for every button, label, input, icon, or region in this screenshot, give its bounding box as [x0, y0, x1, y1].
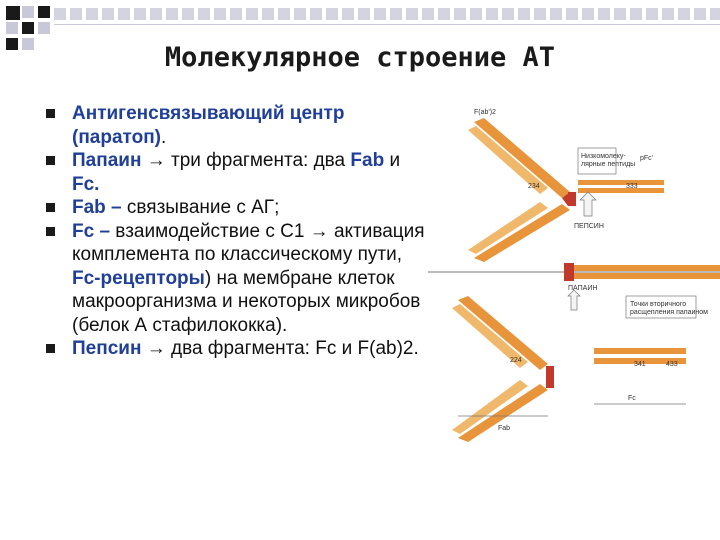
label-low-mw: Низкомолеку- — [581, 153, 626, 160]
bullet-item: Пепсин → два фрагмента: Fc и F(ab)2. — [46, 337, 428, 361]
fab-light-chain-lower — [468, 202, 548, 254]
bullet-text: Папаин — [72, 150, 142, 171]
fab-heavy-lower-1 — [458, 296, 548, 370]
bullet-item: Fc – взаимодействие с С1 → активация ком… — [46, 220, 428, 338]
antibody-diagram: Низкомолеку- лярные пептиды F(ab')2 pFc'… — [428, 100, 720, 450]
label-234: 234 — [528, 183, 540, 190]
bullet-text: Fc. — [72, 173, 100, 195]
bullet-marker — [46, 203, 55, 212]
pfc-bar-2 — [578, 188, 664, 193]
bullet-marker — [46, 226, 55, 236]
bullet-text: Антигенсвязывающий центр (паратоп) — [72, 103, 345, 148]
header-square-3 — [38, 6, 50, 18]
header-square-5 — [22, 22, 34, 34]
fc-bar-1 — [594, 348, 686, 354]
fab-light-lower-1 — [452, 304, 528, 368]
fab-heavy-lower-2 — [458, 384, 548, 442]
fab-light-chain-upper — [468, 126, 548, 194]
label-second2: расщепления папаином — [630, 309, 708, 316]
bullet-text: Fab — [350, 150, 385, 171]
papain-arrow — [567, 289, 581, 311]
bullet-item: Антигенсвязывающий центр (паратоп). — [46, 102, 428, 149]
lower-antibody — [452, 296, 554, 442]
bullet-text: и — [336, 338, 358, 359]
bullet-text: Fc — [315, 338, 337, 359]
bullet-item: Fab – связывание с АГ; — [46, 196, 428, 220]
fab-heavy-chain-lower — [474, 204, 570, 262]
bullet-text: Пепсин — [72, 338, 142, 359]
label-papain: ПАПАИН — [568, 285, 597, 292]
bullet-text: . — [161, 126, 167, 148]
bullet-marker — [46, 109, 55, 118]
bullet-list: Антигенсвязывающий центр (паратоп).Папаи… — [46, 102, 428, 361]
label-433: 433 — [666, 361, 678, 368]
label-low-mw2: лярные пептиды — [581, 161, 635, 168]
label-second: Точки вторичного — [630, 301, 686, 308]
bullet-text: и — [384, 150, 401, 171]
label-fab2: F(ab')2 — [474, 109, 496, 116]
hinge-fc — [564, 263, 574, 281]
label-pfc: pFc' — [640, 155, 653, 162]
bullet-text: взаимодействие с С1 → активация комплеме… — [72, 220, 425, 266]
low-mw-box — [577, 147, 617, 175]
bullet-text: F(ab)2. — [357, 338, 419, 359]
bullet-text: Fab – — [72, 197, 127, 218]
bullet-marker — [46, 344, 55, 353]
bullet-text: связывание с АГ; — [126, 197, 280, 218]
bullet-text: Fc – — [72, 220, 111, 242]
bullet-text: → три фрагмента: два — [141, 150, 351, 171]
antibody-diagram-svg: Низкомолеку- лярные пептиды F(ab')2 pFc'… — [428, 109, 720, 442]
header-squares-strip — [54, 8, 720, 20]
header-line — [54, 24, 720, 25]
fc-bar-2 — [594, 358, 686, 364]
slide-title: Молекулярное строение АТ — [164, 42, 556, 73]
bullet-text: Fc-рецепторы — [72, 267, 205, 289]
label-333: 333 — [626, 183, 638, 190]
label-341: 341 — [634, 361, 646, 368]
bullet-text: → два фрагмента: — [141, 338, 316, 359]
label-pepsin: ПЕПСИН — [574, 223, 604, 230]
bullet-text: ) на мембране клеток макроорганизма и не… — [72, 267, 421, 336]
fab-light-lower-2 — [452, 380, 528, 434]
header-square-8 — [22, 38, 34, 50]
hinge-lower — [546, 366, 554, 388]
hinge-mark-upper — [568, 192, 576, 206]
fc-chain-upper — [570, 265, 720, 271]
second-cleavage-box — [625, 295, 697, 319]
pfc-bar-1 — [578, 180, 664, 185]
header-square-4 — [6, 22, 18, 34]
label-224: 224 — [510, 357, 522, 364]
bullet-marker — [46, 156, 55, 165]
bullet-item: Папаин → три фрагмента: два Fab и Fc. — [46, 149, 428, 196]
header-square-2 — [22, 6, 34, 18]
header-square-7 — [6, 38, 18, 50]
pepsin-arrow — [579, 191, 597, 217]
header-square-6 — [38, 22, 50, 34]
label-fab: Fab — [498, 425, 510, 432]
label-fc: Fc — [628, 395, 636, 402]
upper-antibody — [468, 118, 720, 281]
header-square-1 — [6, 6, 20, 20]
fab-heavy-chain-upper — [474, 118, 570, 198]
fc-chain-lower — [570, 273, 720, 279]
